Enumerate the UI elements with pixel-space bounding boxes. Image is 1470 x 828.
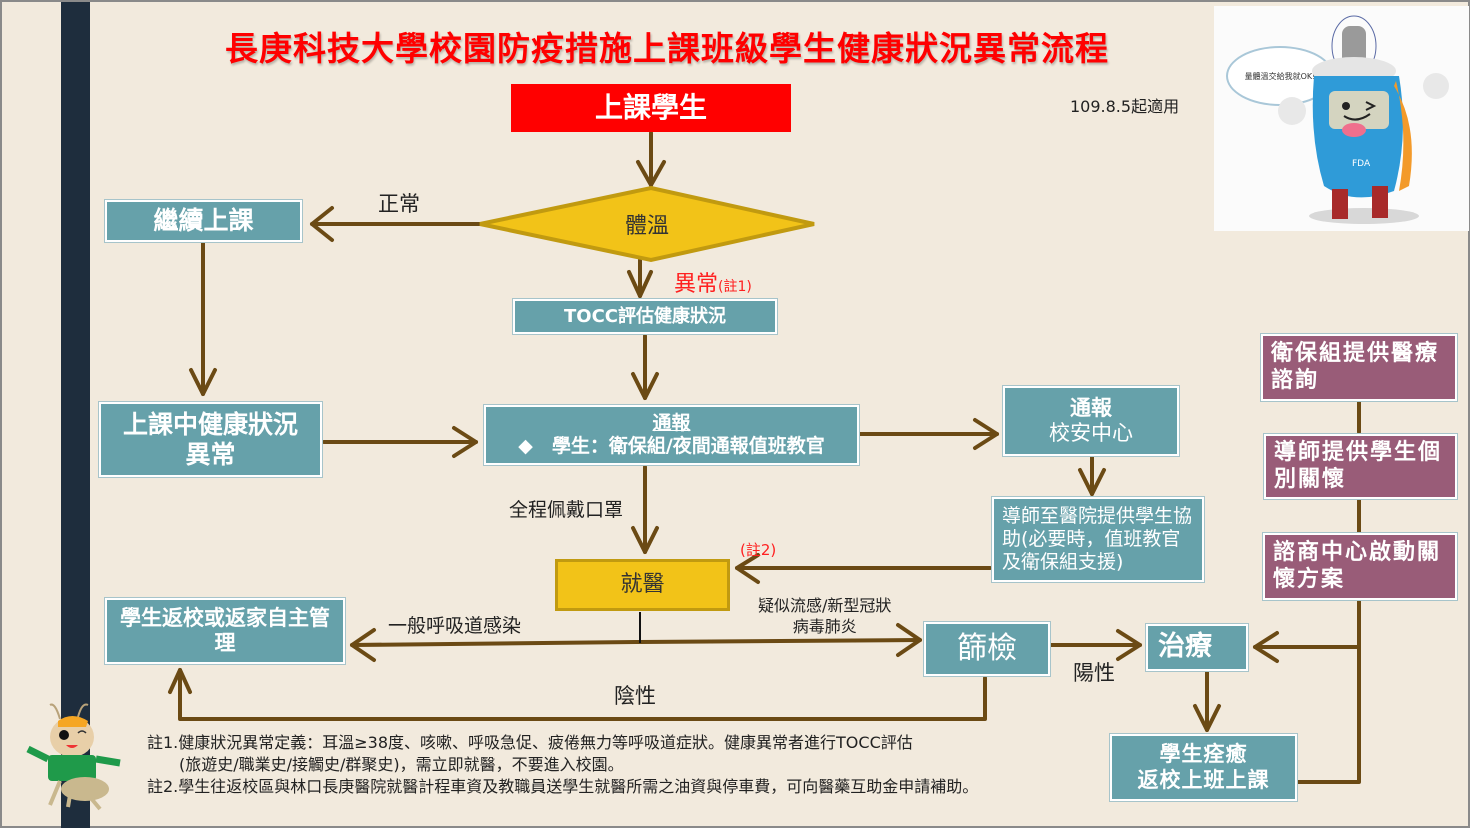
arrow-negative-loop: [178, 668, 987, 721]
report-node: 通報 ◆ 學生：衛保組/夜間通報值班教官: [483, 404, 860, 466]
support-box-mentor-care: 導師提供學生個別關懷: [1263, 433, 1458, 500]
arrowhead: [189, 368, 217, 396]
arrowhead: [350, 628, 376, 662]
effective-date: 109.8.5起適用: [1070, 97, 1180, 116]
self-manage-node: 學生返校或返家自主管理: [104, 597, 346, 665]
support-box-label: 諮商中心啟動關懷方案: [1273, 540, 1442, 592]
arrowhead: [735, 553, 760, 584]
self-manage-label: 學生返校或返家自主管理: [120, 605, 330, 655]
support-box-health-consult: 衛保組提供醫療諮詢: [1260, 333, 1458, 402]
report-security-node: 通報 校安中心: [1002, 385, 1180, 457]
mentor-hospital-label: 導師至醫院提供學生協助(必要時，值班教官及衛保組支援): [1002, 505, 1193, 573]
arrowhead: [1116, 629, 1142, 661]
support-box-label: 導師提供學生個別關懷: [1274, 440, 1443, 492]
arrowhead: [168, 668, 192, 694]
arrowhead: [310, 206, 334, 242]
label-abnormal: 異常(註1): [674, 266, 752, 298]
treatment-node: 治療: [1145, 623, 1249, 672]
support-box-counseling: 諮商中心啟動關懷方案: [1262, 532, 1458, 601]
arrowhead: [1253, 631, 1279, 663]
label-general-respiratory: 一般呼吸道感染: [388, 615, 522, 637]
continue-class-label: 繼續上課: [153, 206, 254, 235]
arrowhead: [1078, 468, 1106, 496]
treatment-label: 治療: [1158, 631, 1212, 663]
footnote-1-line1: 註1.健康狀況異常定義：耳溫≥38度、咳嗽、呼吸急促、疲倦無力等呼吸道症狀。健康…: [147, 733, 913, 752]
page-title: 長庚科技大學校園防疫措施上課班級學生健康狀況異常流程: [225, 29, 1109, 68]
label-abnormal-note: (註1): [718, 279, 752, 295]
in-class-abnormal-node: 上課中健康狀況異常: [98, 401, 323, 478]
arrow-general-respiratory: [350, 640, 642, 647]
continue-class-node: 繼續上課: [104, 199, 303, 243]
label-suspected: 疑似流感/新型冠狀 病毒肺炎: [758, 595, 891, 637]
arrowhead: [973, 418, 999, 450]
arrowhead: [636, 160, 666, 187]
label-note2: (註2): [740, 541, 777, 559]
report-security-detail: 校安中心: [1049, 421, 1133, 445]
tocc-label: TOCC評估健康狀況: [564, 305, 726, 327]
footnote-1-line2: (旅遊史/職業史/接觸史/群聚史)，需立即就醫，不要進入校園。: [179, 755, 624, 774]
support-box-label: 衛保組提供醫療諮詢: [1271, 341, 1440, 393]
recovered-line1: 學生痊癒: [1159, 742, 1248, 767]
arrowhead: [1193, 704, 1221, 732]
medical-node: 就醫: [555, 559, 730, 611]
report-security-title: 通報: [1070, 395, 1112, 420]
decision-diamond: [479, 185, 815, 263]
label-negative: 陰性: [614, 684, 656, 708]
arrowhead: [627, 270, 653, 298]
screening-node: 篩檢: [923, 621, 1051, 677]
medical-label: 就醫: [620, 571, 665, 597]
label-normal: 正常: [378, 192, 420, 216]
footnotes: 註1.健康狀況異常定義：耳溫≥38度、咳嗽、呼吸急促、疲倦無力等呼吸道症狀。健康…: [147, 732, 978, 798]
report-detail: ◆ 學生：衛保組/夜間通報值班教官: [518, 435, 825, 457]
start-node-label: 上課學生: [594, 91, 707, 125]
label-suspected-line2: 病毒肺炎: [792, 617, 857, 636]
recovered-node: 學生痊癒 返校上班上課: [1109, 733, 1298, 802]
label-suspected-line1: 疑似流感/新型冠狀: [758, 596, 892, 615]
recovered-line2: 返校上班上課: [1137, 767, 1270, 792]
label-positive: 陽性: [1073, 661, 1115, 685]
thermometer-mascot-icon: FDA: [1278, 15, 1449, 224]
report-title: 通報: [652, 412, 691, 435]
sidebar-bar: [61, 2, 90, 828]
thermometer-mascot-image: 量體溫交給我就OK! FDA: [1214, 6, 1469, 231]
ant-mascot-icon: [26, 703, 121, 811]
tocc-node: TOCC評估健康狀況: [512, 298, 778, 335]
arrowhead: [631, 526, 659, 554]
label-abnormal-text: 異常: [674, 272, 719, 297]
footnote-2: 註2.學生往返校區與林口長庚醫院就醫計程車資及教職員送學生就醫所需之油資與停車費…: [147, 777, 979, 796]
start-node: 上課學生: [511, 84, 791, 132]
mascot-badge: FDA: [1352, 159, 1371, 169]
mentor-hospital-node: 導師至醫院提供學生協助(必要時，值班教官及衛保組支援): [991, 496, 1205, 583]
decision-label: 體溫: [624, 214, 669, 239]
arrow-suspected: [638, 638, 922, 644]
support-connector: [1270, 598, 1361, 784]
arrowhead: [631, 372, 659, 400]
screening-label: 篩檢: [957, 631, 1017, 666]
in-class-abnormal-label: 上課中健康狀況異常: [122, 409, 298, 469]
arrowhead: [452, 426, 478, 458]
label-mask: 全程佩戴口罩: [509, 499, 624, 521]
arrowhead: [896, 623, 922, 657]
